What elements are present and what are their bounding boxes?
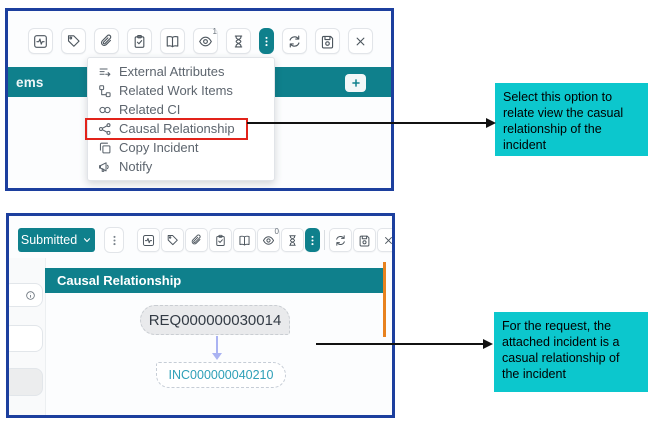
tag-icon <box>66 34 81 49</box>
kebab-menu-icon <box>108 234 121 247</box>
causal-relationship-header: Causal Relationship <box>45 268 384 293</box>
hourglass-icon <box>286 234 299 247</box>
menu-item-label: Notify <box>119 159 153 174</box>
watchlist-button[interactable]: 0 <box>257 228 280 252</box>
section-bar-label: ems <box>16 74 44 90</box>
watchlist-count-badge: 1 <box>212 27 217 36</box>
tasks-button[interactable] <box>209 228 232 252</box>
more-options-button[interactable] <box>305 228 320 252</box>
status-dropdown[interactable]: Submitted <box>18 228 95 252</box>
red-highlight-box <box>85 118 248 140</box>
menu-item-external-attributes[interactable]: External Attributes <box>88 62 274 81</box>
more-options-button[interactable] <box>259 28 274 54</box>
section-header-label: Causal Relationship <box>57 273 182 288</box>
toolbar-separator <box>324 230 325 250</box>
open-book-icon <box>238 234 251 247</box>
annotation-arrow-2-head <box>483 338 493 349</box>
causal-relationship-panel: Submitted 0 Causal Relationship REQ00000… <box>6 213 395 418</box>
callout-text: For the request, the attached incident i… <box>502 319 620 381</box>
tag-icon <box>166 234 179 247</box>
close-icon <box>353 34 368 49</box>
paperclip-icon <box>99 34 114 49</box>
callout-select-option: Select this option to relate view the ca… <box>495 83 648 156</box>
knowledge-button[interactable] <box>233 228 256 252</box>
sidebar-button-selected[interactable] <box>9 368 43 396</box>
activity-icon <box>33 34 48 49</box>
annotation-arrow-1-head <box>486 117 496 128</box>
tag-button[interactable] <box>161 228 184 252</box>
plus-icon <box>350 77 362 89</box>
attachment-button[interactable] <box>94 28 119 54</box>
chevron-down-icon <box>82 235 92 245</box>
tag-button[interactable] <box>61 28 86 54</box>
menu-item-notify[interactable]: Notify <box>88 157 274 176</box>
related-work-items-icon <box>98 84 112 98</box>
info-icon <box>25 290 36 301</box>
status-label: Submitted <box>20 233 78 247</box>
annotation-arrow-2-line <box>316 343 483 345</box>
eye-icon <box>198 34 213 49</box>
bottom-toolbar: 0 <box>137 228 395 252</box>
callout-text: Select this option to relate view the ca… <box>503 90 624 152</box>
open-book-icon <box>165 34 180 49</box>
paperclip-icon <box>190 234 203 247</box>
close-button[interactable] <box>348 28 373 54</box>
relationship-connector-line <box>216 336 218 354</box>
activity-button[interactable] <box>137 228 160 252</box>
refresh-button[interactable] <box>329 228 352 252</box>
knowledge-button[interactable] <box>160 28 185 54</box>
watchlist-button[interactable]: 1 <box>193 28 218 54</box>
megaphone-icon <box>98 160 112 174</box>
tasks-button[interactable] <box>127 28 152 54</box>
external-attributes-icon <box>98 65 112 79</box>
close-icon <box>382 234 395 247</box>
clipboard-check-icon <box>214 234 227 247</box>
menu-item-label: Copy Incident <box>119 140 199 155</box>
refresh-button[interactable] <box>282 28 307 54</box>
menu-item-causal-relationship[interactable]: Causal Relationship <box>88 119 274 138</box>
watchlist-count-badge: 0 <box>274 227 279 236</box>
kebab-menu-icon <box>260 34 273 49</box>
record-actions-button[interactable] <box>104 227 124 253</box>
add-button[interactable] <box>345 74 366 92</box>
menu-item-label: Causal Relationship <box>119 121 235 136</box>
sla-timer-button[interactable] <box>281 228 304 252</box>
save-icon <box>320 34 335 49</box>
incident-actions-panel: 1 ems External Attributes Related Work I… <box>5 8 394 191</box>
sidebar-button[interactable] <box>9 325 43 352</box>
menu-item-label: Related Work Items <box>119 83 233 98</box>
sla-timer-button[interactable] <box>226 28 251 54</box>
activity-button[interactable] <box>28 28 53 54</box>
relationship-connector-arrowhead <box>212 353 222 360</box>
hourglass-icon <box>231 34 246 49</box>
incident-node[interactable]: INC000000040210 <box>156 362 286 388</box>
annotation-arrow-1-line <box>247 122 486 124</box>
top-toolbar: 1 <box>28 28 373 54</box>
eye-icon <box>262 234 275 247</box>
copy-icon <box>98 141 112 155</box>
more-options-menu: External Attributes Related Work Items R… <box>85 57 275 181</box>
menu-item-related-work-items[interactable]: Related Work Items <box>88 81 274 100</box>
save-button[interactable] <box>315 28 340 54</box>
scrollbar-thumb[interactable] <box>383 262 386 337</box>
refresh-icon <box>287 34 302 49</box>
related-ci-icon <box>98 103 112 117</box>
close-button[interactable] <box>377 228 395 252</box>
refresh-icon <box>334 234 347 247</box>
request-node[interactable]: REQ000000030014 <box>140 305 290 335</box>
attachment-button[interactable] <box>185 228 208 252</box>
sidebar-info-button[interactable] <box>9 283 43 307</box>
clipboard-check-icon <box>132 34 147 49</box>
menu-item-label: External Attributes <box>119 64 225 79</box>
menu-item-copy-incident[interactable]: Copy Incident <box>88 138 274 157</box>
save-button[interactable] <box>353 228 376 252</box>
callout-request-incident: For the request, the attached incident i… <box>494 312 648 392</box>
menu-item-related-ci[interactable]: Related CI <box>88 100 274 119</box>
menu-item-label: Related CI <box>119 102 181 117</box>
activity-icon <box>142 234 155 247</box>
kebab-menu-icon <box>306 234 319 247</box>
save-icon <box>358 234 371 247</box>
